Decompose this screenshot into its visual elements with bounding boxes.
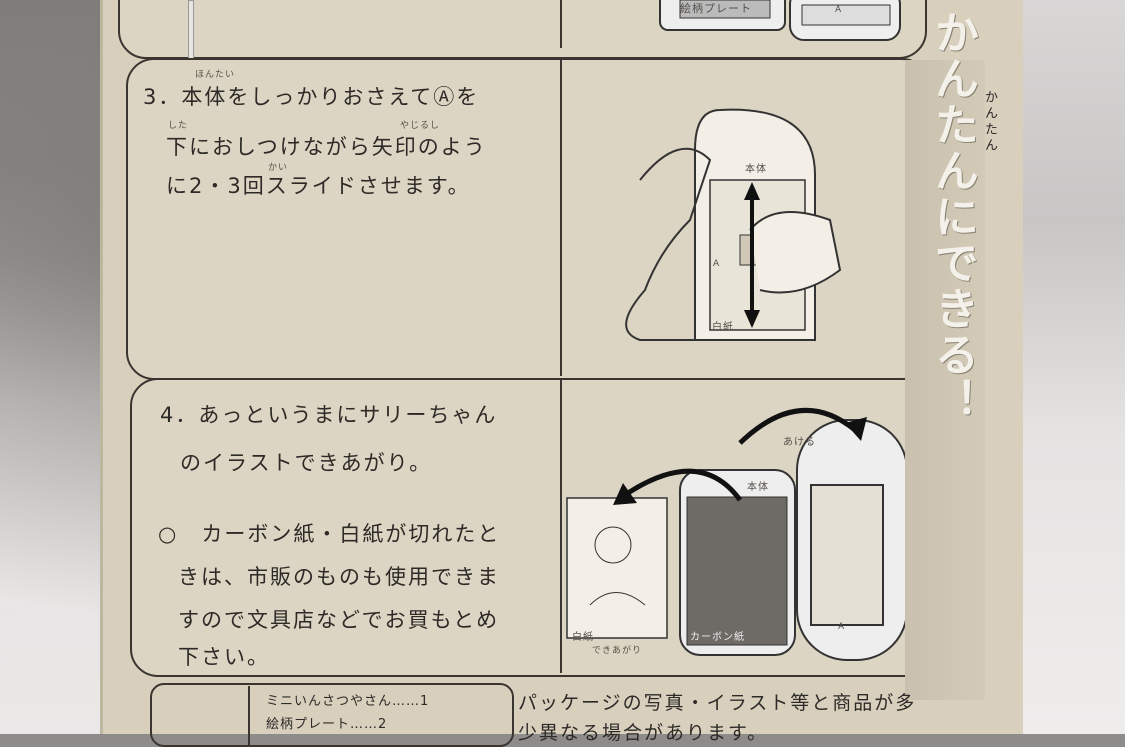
- step4-body-label: 本体: [747, 478, 769, 493]
- top-plate-label: 絵柄プレート: [680, 0, 752, 16]
- step4-open-label: あける: [783, 433, 816, 448]
- package-note-2: 少異なる場合があります。: [518, 718, 768, 745]
- contents-item-1-num: 1: [420, 694, 429, 709]
- step3-white-label: 白紙: [712, 318, 734, 333]
- contents-item-2-name: 絵柄プレート: [266, 717, 350, 732]
- step3-a-label: A: [713, 259, 720, 269]
- fabric-right: [1010, 0, 1125, 734]
- side-banner-big: かんたんにできる！: [920, 10, 984, 424]
- step3-body-label: 本体: [745, 160, 767, 175]
- step4-done-label: できあがり: [592, 643, 642, 656]
- staple: [188, 0, 194, 62]
- step4-divider: [560, 380, 562, 673]
- contents-item-1-name: ミニいんさつやさん: [266, 694, 392, 709]
- top-a-label: A: [835, 5, 842, 15]
- step4-a-label: A: [838, 622, 845, 632]
- step4-line-1: 4．あっというまにサリーちゃん: [160, 390, 497, 441]
- step3-line-1: 3．本体をしっかりおさえてⒶを: [143, 72, 479, 123]
- package-note-1: パッケージの写真・イラスト等と商品が多: [518, 688, 916, 715]
- side-banner-small: かんたん: [980, 90, 999, 154]
- step4-carbon-label: カーボン紙: [690, 628, 745, 643]
- contents-item-1: ミニいんさつやさん……1: [266, 690, 429, 709]
- step4-white-label: 白紙: [572, 628, 594, 643]
- top-divider: [560, 0, 562, 48]
- step3-line-3: に2・3回スライドさせます。: [166, 161, 471, 212]
- contents-item-2: 絵柄プレート……2: [266, 713, 387, 732]
- contents-item-2-num: 2: [378, 717, 387, 732]
- step3-divider: [560, 60, 562, 376]
- step4-line-2: のイラストできあがり。: [180, 438, 432, 489]
- step4-note-4: 下さい。: [178, 632, 270, 683]
